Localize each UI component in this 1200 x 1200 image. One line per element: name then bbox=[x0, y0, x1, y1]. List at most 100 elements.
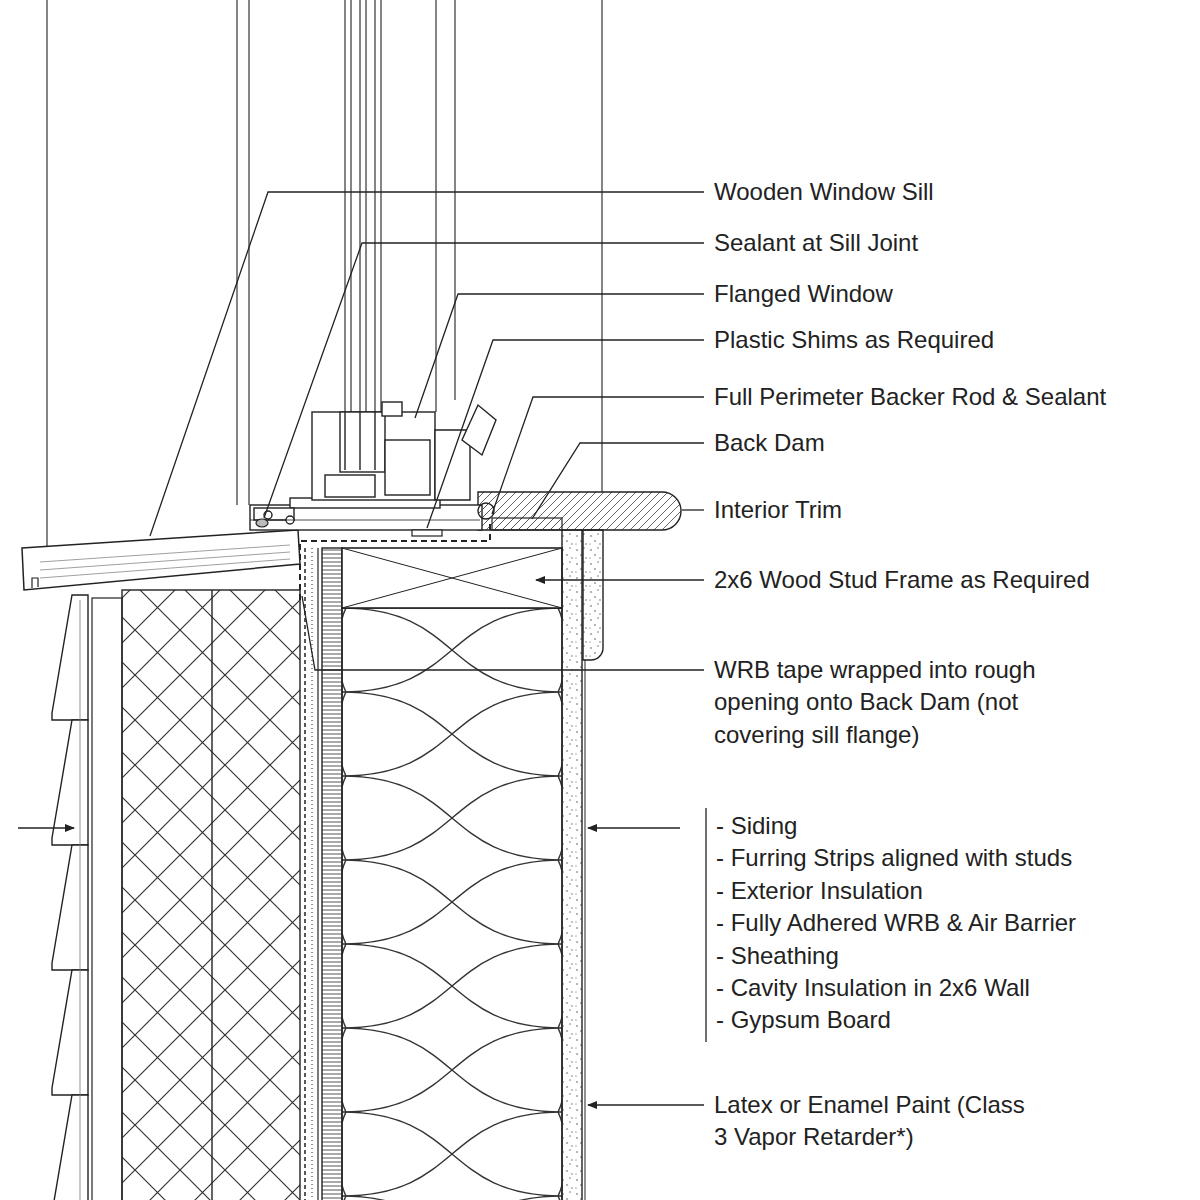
exterior-insulation bbox=[122, 590, 300, 1200]
layer-list-item: - Furring Strips aligned with studs bbox=[716, 842, 1072, 874]
list-bracket bbox=[705, 808, 706, 1042]
flanged-window-frame bbox=[250, 505, 482, 530]
layer-list-item: - Gypsum Board bbox=[716, 1004, 891, 1036]
window-elevation-lines bbox=[46, 0, 47, 546]
backer-rod bbox=[478, 503, 494, 519]
callout-label: Full Perimeter Backer Rod & Sealant bbox=[714, 381, 1106, 413]
furring-strip bbox=[92, 598, 122, 1200]
sill-sealant bbox=[256, 519, 268, 527]
stud-blocking bbox=[342, 548, 562, 608]
window-elevation-lines bbox=[350, 0, 351, 412]
sheathing bbox=[322, 548, 342, 1200]
list-bracket bbox=[705, 808, 706, 1042]
cavity-insulation bbox=[342, 608, 562, 1200]
pointer-arrow bbox=[588, 1104, 704, 1105]
flanged-window-frame bbox=[250, 402, 496, 530]
exterior-insulation bbox=[122, 590, 300, 1200]
wrb-air-barrier bbox=[312, 548, 313, 1200]
callout-label: Interior Trim bbox=[714, 494, 842, 526]
wrb-air-barrier bbox=[317, 548, 318, 1200]
flanged-window-frame bbox=[250, 520, 480, 521]
window-elevation-lines bbox=[365, 0, 366, 412]
callout-label: WRB tape wrapped into rough opening onto… bbox=[714, 654, 1094, 751]
layer-list-item: - Exterior Insulation bbox=[716, 875, 923, 907]
flanged-window-frame bbox=[344, 412, 345, 470]
callout-label: Latex or Enamel Paint (Class 3 Vapor Ret… bbox=[714, 1089, 1044, 1154]
flanged-window-frame bbox=[340, 412, 385, 472]
flanged-window-frame bbox=[382, 402, 402, 416]
leader-line bbox=[264, 243, 704, 518]
callout-label: Plastic Shims as Required bbox=[714, 324, 994, 356]
flanged-window-frame bbox=[359, 412, 360, 470]
wooden-sill bbox=[22, 530, 300, 590]
leader-line bbox=[682, 509, 704, 510]
window-elevation-lines bbox=[359, 0, 360, 412]
window-elevation-lines bbox=[435, 0, 436, 412]
wrb-air-barrier bbox=[304, 548, 306, 1200]
exterior-insulation bbox=[211, 590, 212, 1200]
flanged-window-frame bbox=[325, 475, 375, 497]
back-dam bbox=[492, 518, 562, 530]
flanged-window-frame bbox=[312, 412, 435, 500]
callout-label: Wooden Window Sill bbox=[714, 176, 934, 208]
leader-line bbox=[427, 340, 704, 528]
pointer-arrow bbox=[588, 827, 680, 828]
gypsum-board bbox=[562, 530, 582, 1200]
layer-list-item: - Siding bbox=[716, 810, 797, 842]
layer-list-item: - Fully Adhered WRB & Air Barrier bbox=[716, 907, 1076, 939]
pointer-arrow bbox=[536, 579, 704, 580]
siding bbox=[52, 845, 88, 970]
layer-list-item: - Cavity Insulation in 2x6 Wall bbox=[716, 972, 1030, 1004]
plastic-shim bbox=[412, 530, 442, 536]
wooden-sill bbox=[40, 545, 290, 578]
callout-label: Back Dam bbox=[714, 427, 825, 459]
interior-trim bbox=[478, 492, 681, 530]
wrb-air-barrier bbox=[305, 548, 318, 1200]
siding bbox=[52, 595, 88, 720]
layer-list-item: - Sheathing bbox=[716, 940, 839, 972]
window-elevation-lines bbox=[236, 0, 237, 505]
siding bbox=[52, 595, 88, 1200]
callout-label: Flanged Window bbox=[714, 278, 893, 310]
interior-trim bbox=[478, 492, 681, 660]
window-elevation-lines bbox=[374, 0, 375, 412]
leader-line bbox=[302, 596, 704, 670]
flanged-window-frame bbox=[385, 440, 430, 495]
wrb-tape bbox=[300, 520, 490, 600]
siding bbox=[52, 1095, 88, 1200]
wooden-sill bbox=[22, 530, 300, 590]
interior-trim bbox=[583, 530, 603, 660]
siding bbox=[80, 600, 81, 1200]
backer-rod bbox=[478, 503, 494, 519]
window-elevation-lines bbox=[248, 0, 249, 505]
cavity-insulation bbox=[342, 608, 562, 1200]
sill-sealant bbox=[256, 519, 268, 527]
pointer-arrow bbox=[18, 827, 74, 828]
leader-line bbox=[415, 294, 704, 418]
siding bbox=[52, 970, 88, 1095]
leader-line bbox=[532, 443, 704, 519]
leader-line bbox=[492, 397, 704, 514]
leader-line bbox=[150, 192, 704, 670]
wooden-sill bbox=[32, 578, 38, 588]
flanged-window-frame bbox=[374, 412, 375, 470]
callout-label: 2x6 Wood Stud Frame as Required bbox=[714, 564, 1090, 596]
siding bbox=[52, 720, 88, 845]
plastic-shim bbox=[412, 530, 442, 536]
gypsum-board bbox=[562, 530, 585, 1200]
window-elevation-lines bbox=[380, 0, 381, 412]
stud-blocking bbox=[342, 548, 562, 608]
furring-strip bbox=[92, 598, 122, 1200]
wrb-tape bbox=[300, 520, 490, 600]
window-elevation-lines bbox=[601, 0, 602, 492]
window-elevation-lines bbox=[344, 0, 345, 412]
pointer-arrow bbox=[18, 580, 704, 1105]
stud-blocking bbox=[342, 548, 562, 608]
window-elevation-lines bbox=[454, 0, 455, 400]
leader-line bbox=[150, 192, 704, 536]
gypsum-board bbox=[585, 660, 586, 1200]
window-elevation-lines bbox=[47, 0, 602, 546]
back-dam bbox=[492, 518, 562, 530]
